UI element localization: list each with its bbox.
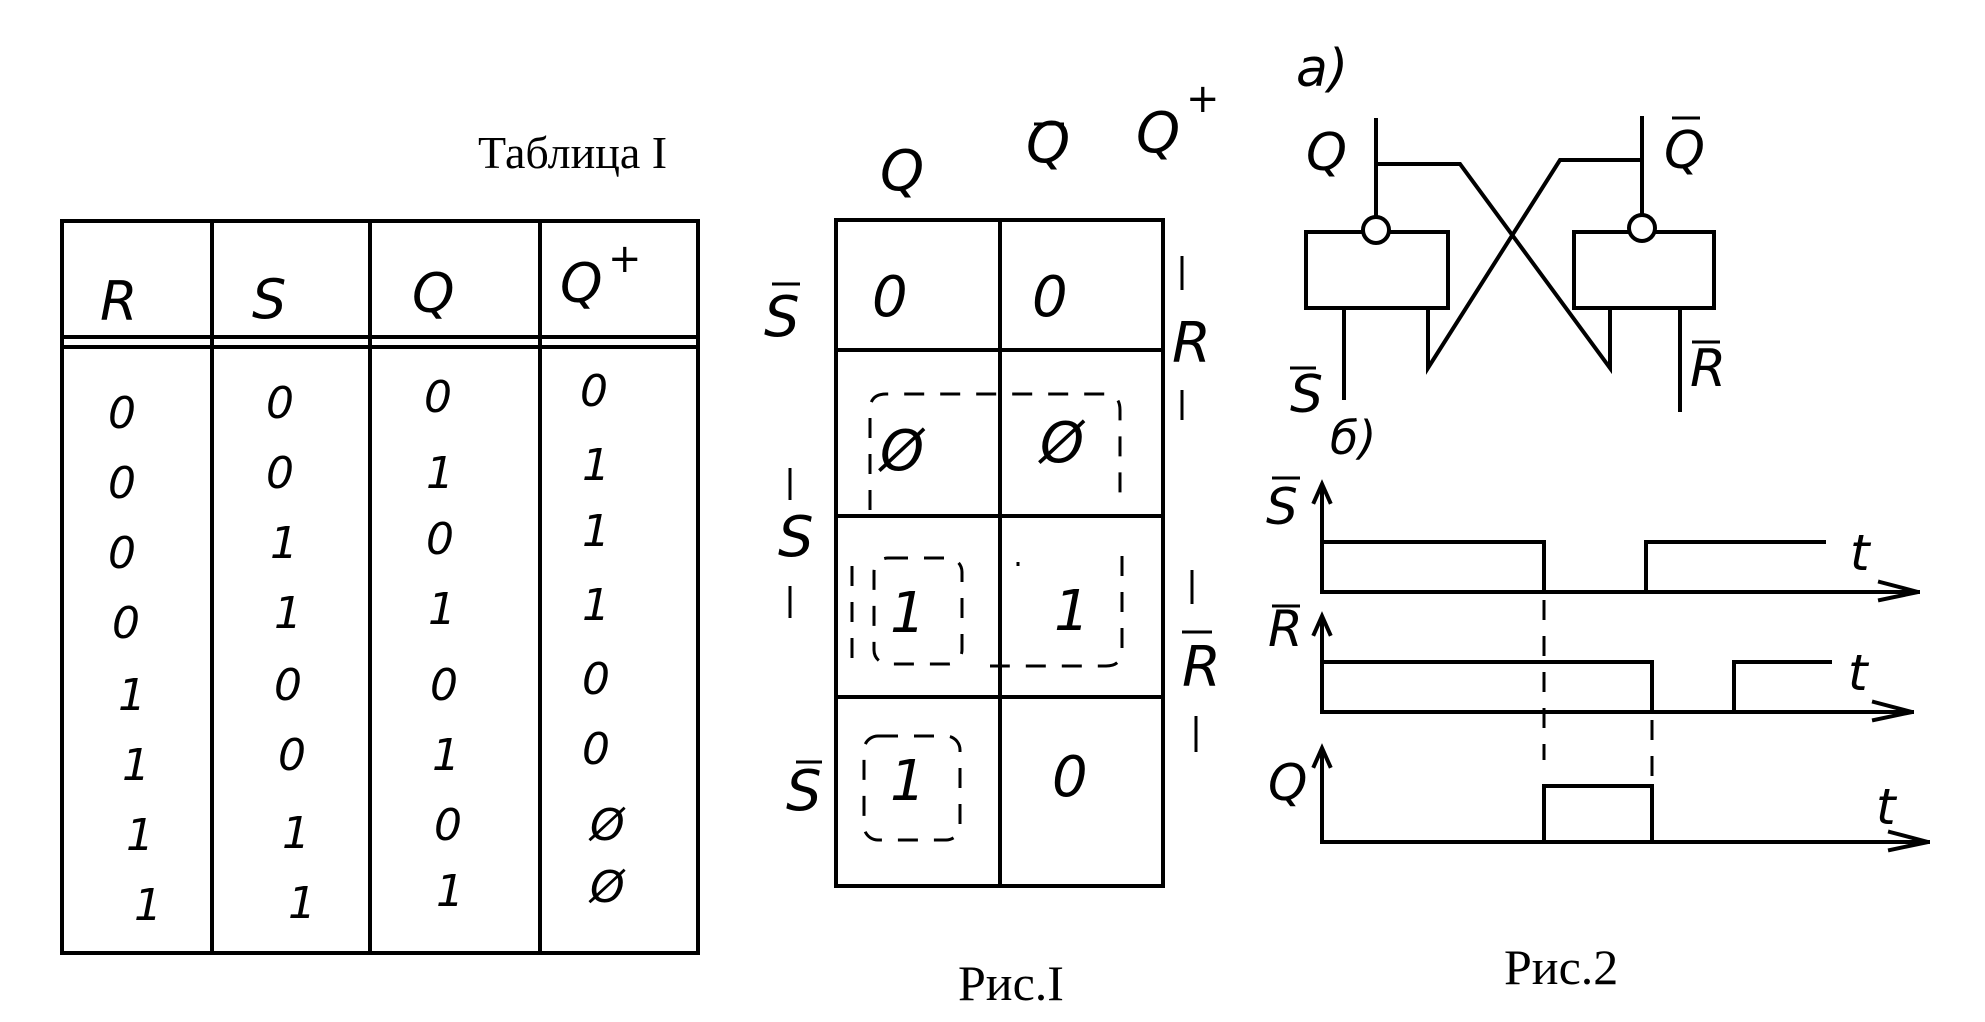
karnaugh-map: Q Q Q + S S S R R 0 0 Ø Ø 1 1 1 0 (764, 76, 1221, 1011)
kmap-cell: 0 (872, 265, 908, 330)
cell-r: 0 (108, 528, 136, 579)
inversion-bubble (1361, 215, 1391, 245)
waveform-q (1320, 784, 1654, 844)
cell-qplus: Ø (588, 862, 626, 913)
time-axis-label: t (1848, 644, 1870, 702)
rs-flipflop-diagram: а) Q Q S R б) S R Q t t t (1266, 39, 1930, 995)
kmap-cell: Ø (878, 419, 926, 484)
kmap-cell: 0 (1032, 265, 1068, 330)
cell-r: 1 (118, 670, 146, 721)
cell-qplus: 0 (582, 654, 610, 705)
cell-s: 0 (274, 660, 302, 711)
axis-arrow (1311, 611, 1333, 637)
waveform-rbar (1320, 660, 1832, 714)
axis-arrow (1887, 829, 1929, 853)
timing-label-rbar: R (1268, 600, 1303, 658)
cell-qplus: 1 (582, 506, 610, 557)
axis-arrow (1311, 743, 1333, 769)
figure-1-caption: Рис.I (958, 955, 1064, 1011)
cell-s: 1 (274, 588, 302, 639)
kmap-row-label-sbar: S (786, 759, 822, 824)
kmap-col-qbar: Q (1026, 111, 1070, 176)
kmap-cell: 1 (890, 749, 926, 814)
cell-q: 0 (424, 372, 452, 423)
grouping-loop (990, 556, 1124, 668)
header-q: Q (412, 262, 455, 325)
cell-r: 1 (122, 740, 150, 791)
timing-label-q: Q (1268, 754, 1307, 812)
time-axis-label: t (1876, 778, 1898, 836)
timing-label-sbar: S (1266, 478, 1298, 536)
cell-q: 0 (426, 514, 454, 565)
cell-q: 1 (426, 448, 454, 499)
wire (1374, 162, 1612, 375)
cell-qplus: 1 (582, 440, 610, 491)
nand-gate-right (1572, 230, 1716, 310)
cell-q: 0 (434, 800, 462, 851)
axis-arrow (1877, 579, 1919, 603)
kmap-right-label-rbar: R (1182, 635, 1221, 700)
table-border (60, 219, 700, 955)
cell-s: 0 (278, 730, 306, 781)
cell-r: 0 (112, 598, 140, 649)
header-r: R (100, 270, 138, 333)
truth-table: Таблица I R S Q Q + 0 0 0 0 1 1 1 1 0 0 … (60, 127, 700, 955)
table-title: Таблица I (478, 127, 667, 178)
label-q: Q (1306, 123, 1347, 183)
cell-s: 0 (266, 378, 294, 429)
figure-2-caption: Рис.2 (1504, 939, 1618, 995)
cell-s: 1 (288, 878, 316, 929)
cell-qplus: 0 (582, 724, 610, 775)
inversion-bubble (1627, 213, 1657, 243)
kmap-cell: 1 (890, 581, 926, 646)
cell-r: 1 (134, 880, 162, 931)
cell-q: 0 (430, 660, 458, 711)
axis-arrow (1311, 479, 1333, 505)
grouping-loop (862, 734, 962, 842)
cell-r: 0 (108, 458, 136, 509)
cell-s: 1 (282, 808, 310, 859)
cell-qplus: Ø (588, 800, 626, 851)
waveform-sbar (1320, 540, 1826, 594)
label-qbar: Q (1664, 121, 1705, 181)
cell-q: 1 (432, 730, 460, 781)
kmap-cell: 1 (1054, 579, 1090, 644)
cell-r: 1 (126, 810, 154, 861)
header-qplus-superscript: + (608, 236, 642, 282)
kmap-right-label-r: R (1172, 311, 1211, 376)
header-s: S (252, 268, 286, 331)
label-rbar: R (1690, 339, 1726, 399)
wire (1426, 158, 1644, 375)
kmap-row-label-s: S (778, 505, 814, 570)
kmap-col-q: Q (880, 139, 924, 204)
kmap-corner-q: Q (1136, 101, 1180, 166)
header-qplus: Q (560, 252, 603, 315)
grouping-loop (872, 556, 964, 666)
kmap-corner-plus: + (1186, 76, 1220, 122)
kmap-row-label-sbar: S (764, 285, 800, 350)
cell-qplus: 0 (580, 366, 608, 417)
cell-q: 1 (428, 584, 456, 635)
cell-r: 0 (108, 388, 136, 439)
kmap-cell: Ø (1038, 411, 1086, 476)
part-b-label: б) (1330, 411, 1376, 465)
cell-qplus: 1 (582, 580, 610, 631)
cell-q: 1 (436, 866, 464, 917)
time-axis-label: t (1850, 524, 1872, 582)
cell-s: 1 (270, 518, 298, 569)
label-sbar: S (1290, 365, 1323, 425)
kmap-cell: 0 (1052, 745, 1088, 810)
grouping-loop (868, 392, 1122, 510)
table-body: 0 0 0 0 1 1 1 1 0 0 1 1 0 0 1 1 0 1 0 1 … (108, 366, 626, 931)
part-a-label: а) (1296, 39, 1348, 99)
axis-arrow (1871, 699, 1913, 723)
cell-s: 0 (266, 448, 294, 499)
